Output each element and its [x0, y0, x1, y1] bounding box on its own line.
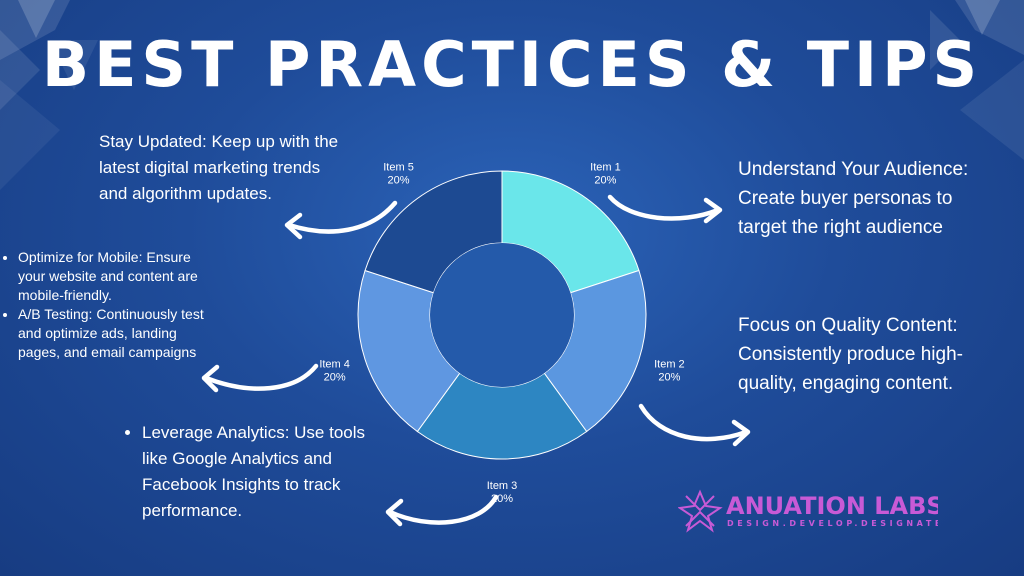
arrow-item-1 — [607, 194, 721, 221]
tip-ab-testing: A/B Testing: Continuously test and optim… — [18, 305, 210, 362]
tip-list-analytics: Leverage Analytics: Use tools like Googl… — [124, 420, 394, 524]
logo-tagline: DESIGN.DEVELOP.DESIGNATE — [727, 519, 938, 528]
slice-label-2: Item 2 — [654, 358, 685, 370]
slice-value-5: 20% — [388, 175, 410, 187]
slice-value-1: 20% — [594, 175, 616, 187]
slice-value-2: 20% — [658, 371, 680, 383]
tip-understand-audience: Understand Your Audience: Create buyer p… — [738, 159, 969, 238]
arrow-head-item-1 — [703, 197, 723, 224]
arrow-head-item-4 — [201, 364, 220, 393]
logo: ANUATION LABS DESIGN.DEVELOP.DESIGNATE — [678, 489, 938, 533]
tip-quality-content: Focus on Quality Content: Consistently p… — [738, 315, 963, 394]
logo-name: ANUATION LABS — [726, 492, 938, 520]
slice-label-1: Item 1 — [590, 162, 621, 174]
arrow-head-item-2 — [731, 419, 751, 447]
slice-label-5: Item 5 — [383, 162, 414, 174]
slice-label-3: Item 3 — [487, 480, 518, 492]
tip-leverage-analytics: Leverage Analytics: Use tools like Googl… — [142, 420, 394, 524]
tip-optimize-mobile: Optimize for Mobile: Ensure your website… — [18, 248, 210, 305]
arrow-head-item-5 — [284, 212, 303, 240]
slice-value-4: 20% — [324, 371, 346, 383]
page-title: BEST PRACTICES & TIPS — [41, 28, 983, 101]
arrow-item-2 — [638, 403, 749, 442]
tip-list-mobile-ab: Optimize for Mobile: Ensure your website… — [0, 248, 210, 362]
logo-mark-icon — [678, 489, 723, 533]
arrow-item-5 — [286, 200, 398, 234]
arrow-item-3 — [387, 494, 499, 525]
donut-hole — [430, 243, 574, 387]
arrow-item-4 — [203, 363, 319, 391]
arrow-head-item-3 — [385, 498, 404, 527]
slice-label-4: Item 4 — [319, 358, 350, 370]
tip-stay-updated: Stay Updated: Keep up with the latest di… — [99, 132, 339, 203]
